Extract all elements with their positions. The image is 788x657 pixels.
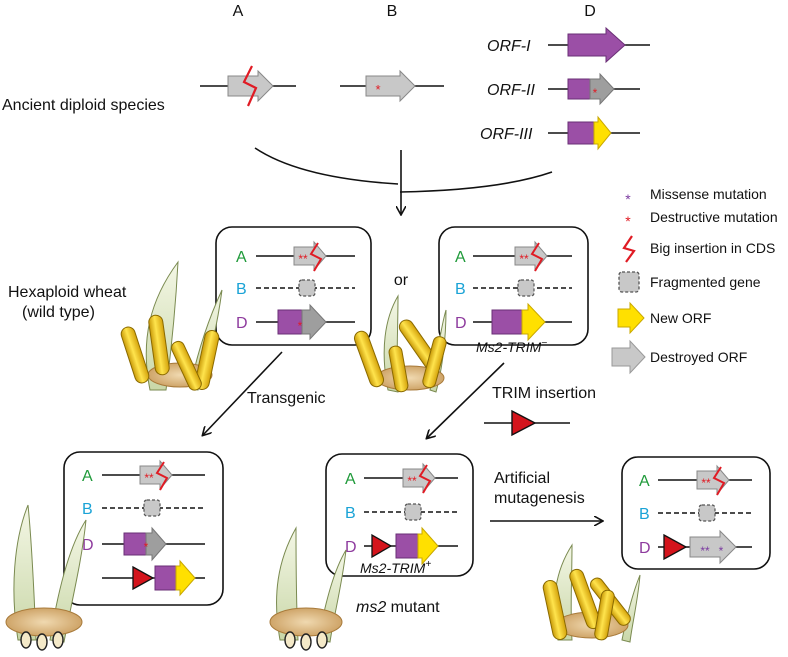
destructive-mark: * xyxy=(593,86,598,100)
missense-mark: ** xyxy=(700,544,710,558)
artificial-label-line1: Artificial xyxy=(494,470,550,487)
trim-insertion-label: TRIM insertion xyxy=(492,385,596,402)
caption-trim-minus: Ms2-TRIM− xyxy=(476,338,547,355)
genome-label-a: A xyxy=(345,471,356,488)
destructive-mark: * xyxy=(144,540,149,554)
destructive-mark: ** xyxy=(519,252,529,266)
hexaploid-label-line1: Hexaploid wheat xyxy=(8,284,127,301)
orf-i-label: ORF-I xyxy=(487,38,531,55)
legend-label-missense: Missense mutation xyxy=(650,186,767,202)
orf-iii-label: ORF-III xyxy=(480,126,533,143)
genome-label-d: D xyxy=(236,315,248,332)
orf-ii-label: ORF-II xyxy=(487,82,536,99)
transgenic-label: Transgenic xyxy=(247,390,326,407)
destructive-mark: ** xyxy=(144,471,154,485)
legend: * Missense mutation * Destructive mutati… xyxy=(611,186,778,375)
genome-label-d: D xyxy=(455,315,467,332)
wheat-flower-ms2 xyxy=(269,526,347,651)
genome-label-b: B xyxy=(345,505,356,522)
legend-item-fragment: Fragmented gene xyxy=(618,271,761,293)
orf-ii-gene: * xyxy=(548,72,640,106)
genome-label-b: B xyxy=(82,501,93,518)
merge-line-d xyxy=(399,171,553,193)
orf-i-gene xyxy=(548,26,650,64)
orf-iii-gene xyxy=(548,115,640,151)
column-header-b: B xyxy=(387,3,398,20)
trim-arrow xyxy=(427,362,505,438)
genome-label-a: A xyxy=(639,473,650,490)
transgene xyxy=(102,559,205,597)
ancestral-a-gene xyxy=(200,65,296,107)
or-label: or xyxy=(394,272,409,289)
box-ms2-mutant: A ** B D Ms2-TRIM+ xyxy=(325,453,474,577)
destructive-mark: ** xyxy=(701,476,711,490)
genome-label-b: B xyxy=(455,281,466,298)
ancient-diploid-label: Ancient diploid species xyxy=(2,97,165,114)
box-wild-type-1: A ** B D * xyxy=(215,226,372,346)
genome-label-a: A xyxy=(82,468,93,485)
new-orf-icon xyxy=(617,301,645,335)
destructive-mark: ** xyxy=(407,474,417,488)
legend-item-destroyed-orf: Destroyed ORF xyxy=(611,339,747,375)
merge-line-a xyxy=(254,147,399,185)
caption-trim-plus: Ms2-TRIM+ xyxy=(360,559,431,576)
box-wild-type-2: A ** B D Ms2-TRIM− xyxy=(438,226,589,355)
genome-label-d: D xyxy=(345,539,357,556)
wheat-flower-transgenic xyxy=(5,504,87,651)
trim-element xyxy=(484,409,570,437)
legend-label-destructive: Destructive mutation xyxy=(650,209,778,225)
wheat-flower-artificial-mutant xyxy=(542,543,641,643)
genome-label-a: A xyxy=(236,249,247,266)
wheat-flower-wild-type-left xyxy=(120,260,223,391)
genome-label-b: B xyxy=(639,506,650,523)
fragment-icon xyxy=(618,271,640,293)
insertion-icon xyxy=(622,235,636,263)
destroyed-orf-icon xyxy=(611,339,646,375)
trim-triangle-icon xyxy=(511,409,537,437)
column-header-a: A xyxy=(233,3,244,20)
genome-label-a: A xyxy=(455,249,466,266)
genome-label-d: D xyxy=(82,537,94,554)
column-header-d: D xyxy=(584,3,596,20)
wheat-flower-wild-type-center xyxy=(353,294,447,393)
big-insertion-icon xyxy=(242,65,258,107)
ms2-mutant-label: ms2 mutant xyxy=(356,599,440,616)
transgenic-arrow xyxy=(203,351,283,435)
legend-label-new-orf: New ORF xyxy=(650,310,711,326)
artificial-label-line2: mutagenesis xyxy=(494,490,585,507)
destructive-mark: * xyxy=(298,319,303,333)
legend-item-missense: * Missense mutation xyxy=(625,186,766,207)
destructive-mark: * xyxy=(375,82,380,97)
legend-label-fragment: Fragmented gene xyxy=(650,274,761,290)
legend-label-insertion: Big insertion in CDS xyxy=(650,240,775,256)
missense-icon: * xyxy=(625,191,631,207)
genome-label-b: B xyxy=(236,281,247,298)
genome-label-d: D xyxy=(639,540,651,557)
box-transgenic: A ** B D * xyxy=(63,451,224,606)
legend-item-insertion: Big insertion in CDS xyxy=(622,235,775,263)
destructive-icon: * xyxy=(625,213,631,229)
hexaploid-label-line2: (wild type) xyxy=(22,304,95,321)
legend-item-new-orf: New ORF xyxy=(617,301,711,335)
destructive-mark: ** xyxy=(298,252,308,266)
box-artificial-mutant: A ** B D ** * xyxy=(621,456,771,570)
missense-mark: * xyxy=(719,544,724,558)
legend-label-destroyed-orf: Destroyed ORF xyxy=(650,349,747,365)
legend-item-destructive: * Destructive mutation xyxy=(625,209,777,229)
ancestral-b-gene: * xyxy=(340,69,444,103)
